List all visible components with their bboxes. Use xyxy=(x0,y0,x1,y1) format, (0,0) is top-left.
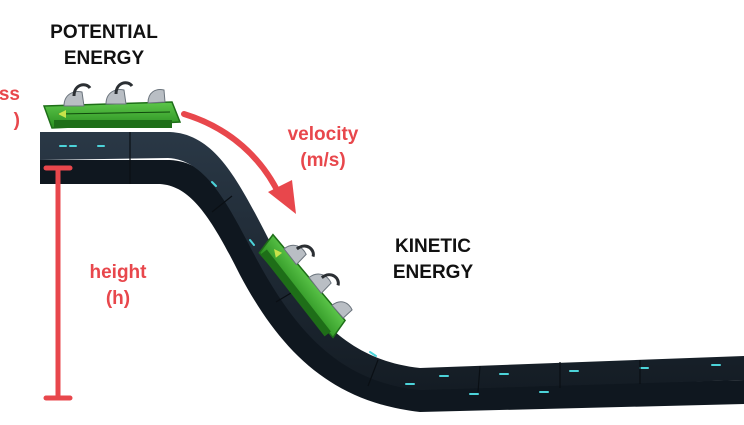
mass-line1: ss xyxy=(0,84,20,105)
roller-coaster-cart-slope xyxy=(258,233,353,339)
height-line1: height xyxy=(89,262,147,283)
mass-line2: ) xyxy=(13,110,20,131)
kinetic-energy-line2: ENERGY xyxy=(392,262,474,283)
roller-coaster-track xyxy=(40,132,744,412)
potential-energy-label: POTENTIAL ENERGY xyxy=(36,20,172,72)
kinetic-energy-label: KINETIC ENERGY xyxy=(374,234,492,286)
curved-arrow-icon xyxy=(181,111,296,214)
roller-coaster-cart-top xyxy=(42,81,182,129)
velocity-line2: (m/s) xyxy=(300,150,346,171)
potential-energy-line2: ENERGY xyxy=(63,48,145,69)
velocity-line1: velocity xyxy=(287,124,359,145)
track-side-band xyxy=(40,160,744,412)
track-top-surface xyxy=(40,132,744,390)
height-measure-bar-icon xyxy=(43,165,73,401)
track-lights xyxy=(59,145,721,395)
kinetic-energy-line1: KINETIC xyxy=(395,236,471,257)
track-segments xyxy=(129,132,641,393)
velocity-label: velocity (m/s) xyxy=(274,122,372,174)
height-line2: (h) xyxy=(105,288,131,309)
mass-label-partial: ss ) xyxy=(0,82,20,134)
height-label: height (h) xyxy=(78,260,158,312)
potential-energy-line1: POTENTIAL xyxy=(50,22,158,43)
